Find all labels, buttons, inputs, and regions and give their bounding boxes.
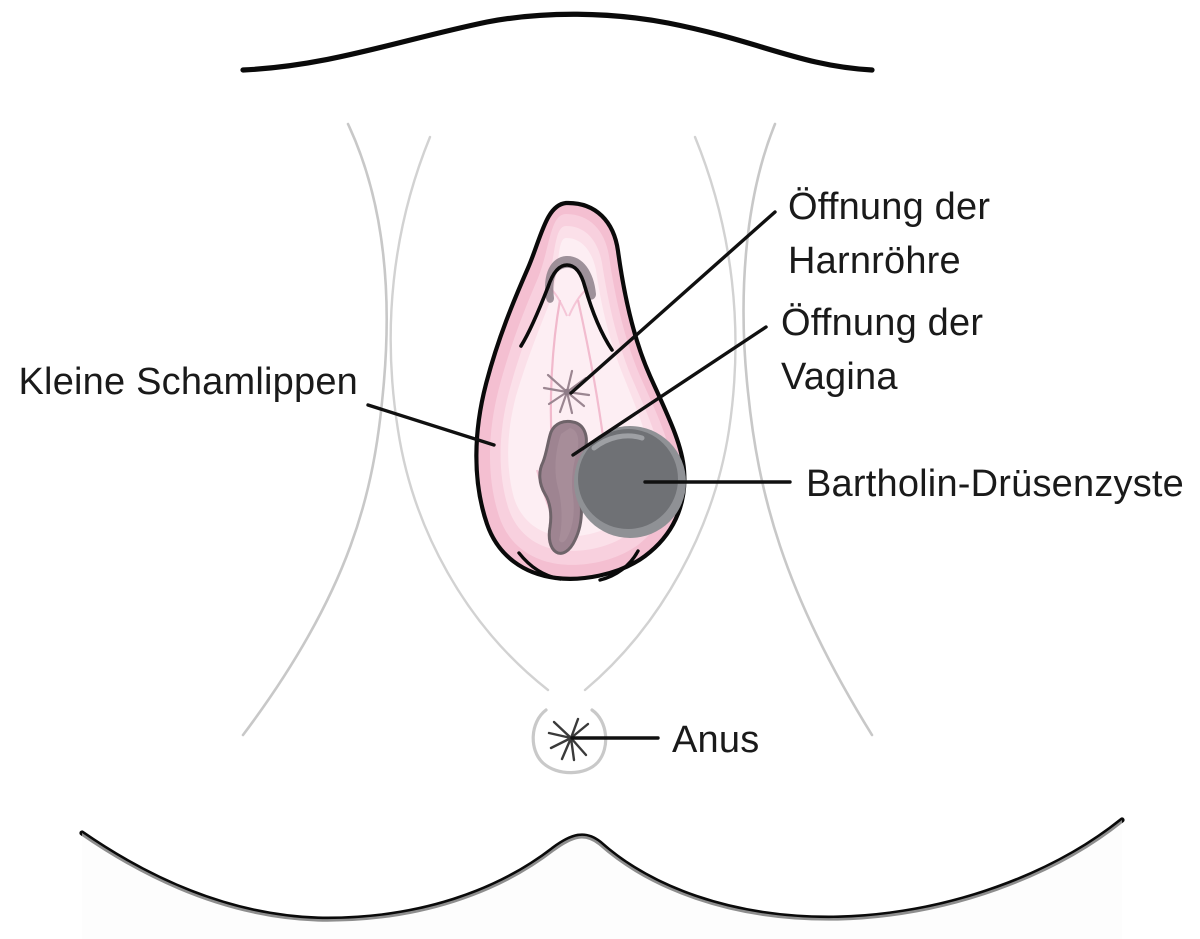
leader-line-vagina	[571, 325, 768, 457]
urethral-opening-starburst	[542, 369, 591, 415]
labia-majora-right-curve	[583, 135, 737, 692]
bartholin-gland-cyst	[574, 426, 686, 538]
vulva-group	[474, 200, 687, 582]
label-labia-minora: Kleine Schamlippen	[19, 361, 358, 403]
clitoral-cleft-outline	[519, 263, 614, 352]
fourchette-left	[517, 551, 562, 581]
thigh-crease-right	[742, 122, 874, 737]
leader-lines-group	[366, 210, 792, 740]
anus-ring	[531, 708, 608, 775]
thigh-crease-left	[241, 122, 388, 737]
leader-line-urethra	[569, 210, 777, 395]
label-vaginal-opening-line1: Öffnung der	[781, 302, 983, 344]
leader-line-labia	[366, 403, 496, 447]
mons-pubis-outline	[240, 11, 875, 73]
inner-crease-right	[576, 299, 606, 445]
label-urethral-opening-line1: Öffnung der	[788, 186, 990, 228]
cyst-highlight	[591, 433, 645, 451]
anus-starburst	[547, 717, 590, 762]
label-vaginal-opening-line2: Vagina	[781, 356, 898, 398]
label-anus: Anus	[672, 719, 759, 761]
labels-group: Öffnung der Harnröhre Öffnung der Vagina…	[19, 186, 1184, 761]
anus-marker	[531, 708, 608, 775]
fourchette-right	[598, 549, 640, 582]
label-urethral-opening-line2: Harnröhre	[788, 240, 961, 282]
label-bartholin-gland-cyst: Bartholin-Drüsenzyste	[806, 463, 1184, 505]
bottom-shading	[82, 820, 1122, 939]
labia-majora-left-curve	[389, 135, 550, 692]
